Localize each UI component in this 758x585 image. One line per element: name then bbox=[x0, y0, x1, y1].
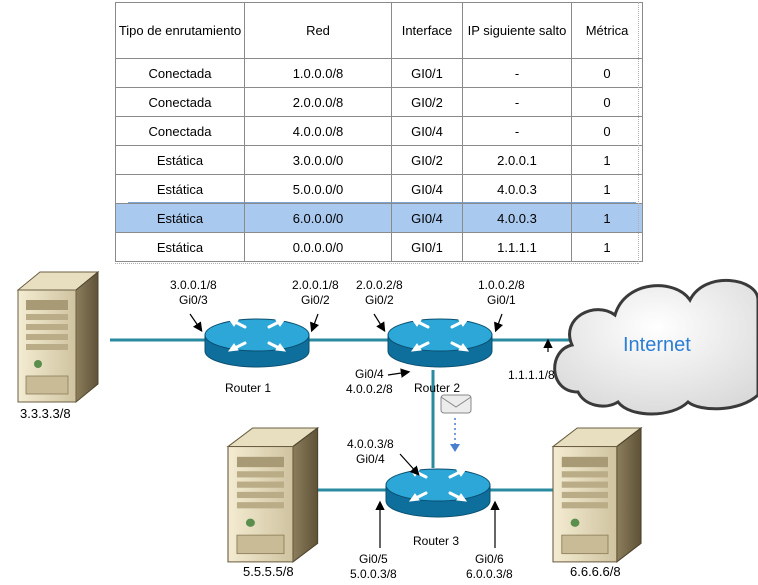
cloud-icon bbox=[553, 278, 758, 416]
cell-next-hop: - bbox=[462, 87, 572, 117]
router3-left-interface-label: Gi0/5 5.0.0.3/8 bbox=[350, 552, 397, 582]
router-icon bbox=[384, 467, 492, 519]
cell-next-hop: 1.1.1.1 bbox=[462, 232, 572, 262]
label-text: 4.0.0.3/8 Gi0/4 bbox=[347, 437, 394, 466]
cell-interface: GI0/1 bbox=[391, 232, 463, 262]
cell-type: Conectada bbox=[115, 58, 245, 88]
router2-right-interface-label: 1.0.0.2/8 Gi0/1 bbox=[478, 278, 525, 308]
label-text: 3.0.0.1/8 Gi0/3 bbox=[170, 278, 217, 307]
label-text: 1.0.0.2/8 Gi0/1 bbox=[478, 278, 525, 307]
router-icon bbox=[203, 317, 311, 369]
table-right-edge bbox=[638, 2, 639, 264]
server-mid-ip: 5.5.5.5/8 bbox=[243, 564, 294, 579]
cell-network: 0.0.0.0/0 bbox=[244, 232, 392, 262]
interface-pointers bbox=[189, 313, 553, 548]
internet-label: Internet bbox=[623, 334, 691, 356]
router3-right-interface-label: Gi0/6 6.0.0.3/8 bbox=[466, 552, 513, 582]
packet-direction-arrow bbox=[450, 418, 460, 452]
cell-next-hop: - bbox=[462, 58, 572, 88]
router-icon bbox=[386, 317, 494, 369]
cell-interface: GI0/4 bbox=[391, 116, 463, 146]
cell-next-hop: 4.0.0.3 bbox=[462, 174, 572, 204]
cell-type: Estática bbox=[115, 232, 245, 262]
label-text: 1.1.1.1/8 bbox=[508, 368, 555, 382]
cell-next-hop: 2.0.0.1 bbox=[462, 145, 572, 175]
router1-label: Router 1 bbox=[225, 381, 272, 395]
server-icon bbox=[17, 271, 99, 403]
routing-table: Tipo de enrutamiento Red Interface IP si… bbox=[115, 2, 643, 262]
label-text: Gi0/5 5.0.0.3/8 bbox=[350, 552, 397, 581]
router1-right-interface-label: 2.0.0.1/8 Gi0/2 bbox=[292, 278, 339, 308]
cell-metric: 1 bbox=[571, 232, 643, 262]
cell-type: Conectada bbox=[115, 87, 245, 117]
cell-interface: GI0/4 bbox=[391, 203, 463, 233]
label-text: Gi0/4 4.0.0.2/8 bbox=[346, 367, 393, 396]
cell-network: 4.0.0.0/8 bbox=[244, 116, 392, 146]
router3-up-interface-label: 4.0.0.3/8 Gi0/4 bbox=[347, 437, 394, 467]
router2-down-interface-label: Gi0/4 4.0.0.2/8 bbox=[346, 367, 393, 397]
cell-next-hop: 4.0.0.3 bbox=[462, 203, 572, 233]
table-bottom-edge bbox=[115, 263, 638, 264]
cell-interface: GI0/4 bbox=[391, 174, 463, 204]
router2-left-interface-label: 2.0.0.2/8 Gi0/2 bbox=[356, 278, 403, 308]
col-header-metric: Métrica bbox=[571, 2, 643, 59]
server-right-ip: 6.6.6.6/8 bbox=[570, 564, 621, 579]
col-header-interface: Interface bbox=[391, 2, 463, 59]
router2-label: Router 2 bbox=[414, 381, 461, 395]
label-text: Gi0/6 6.0.0.3/8 bbox=[466, 552, 513, 581]
router3-label: Router 3 bbox=[413, 534, 460, 548]
label-text: 2.0.0.2/8 Gi0/2 bbox=[356, 278, 403, 307]
router1-left-interface-label: 3.0.0.1/8 Gi0/3 bbox=[170, 278, 217, 308]
cell-metric: 0 bbox=[571, 58, 643, 88]
label-text: 2.0.0.1/8 Gi0/2 bbox=[292, 278, 339, 307]
cell-metric: 0 bbox=[571, 87, 643, 117]
network-links bbox=[110, 338, 570, 492]
server-icon bbox=[552, 427, 642, 563]
cloud-ip-label: 1.1.1.1/8 bbox=[508, 368, 555, 383]
cell-network: 2.0.0.0/8 bbox=[244, 87, 392, 117]
cell-type: Conectada bbox=[115, 116, 245, 146]
cell-next-hop: - bbox=[462, 116, 572, 146]
server-left-ip: 3.3.3.3/8 bbox=[20, 406, 71, 421]
envelope-icon bbox=[440, 394, 472, 414]
cell-network: 5.0.0.0/0 bbox=[244, 174, 392, 204]
server-icon bbox=[227, 427, 319, 563]
